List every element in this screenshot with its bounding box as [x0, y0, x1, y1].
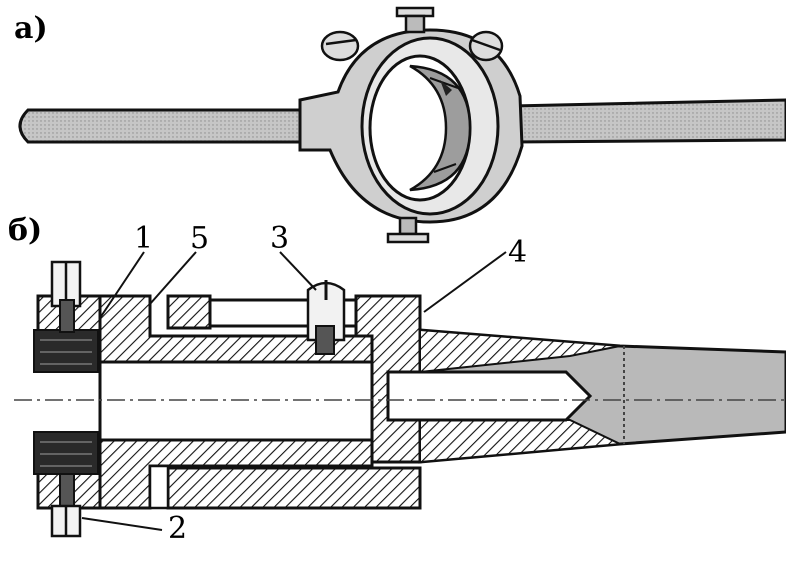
leader-5	[149, 251, 197, 305]
leader-3	[279, 251, 317, 291]
leader-2	[81, 517, 163, 531]
figure-b: б)	[8, 213, 786, 546]
holder-ring	[298, 28, 524, 224]
callout-1: 1	[134, 221, 153, 256]
leader-1	[99, 251, 145, 319]
die-top	[33, 329, 99, 373]
slot-5-bottom	[148, 464, 170, 510]
callout-2: 2	[168, 511, 187, 546]
callout-5: 5	[190, 221, 209, 256]
left-handle	[18, 108, 327, 144]
right-handle	[510, 98, 786, 144]
right-screw	[468, 30, 504, 62]
leader-4	[423, 251, 507, 313]
figure-b-label: б)	[8, 213, 42, 248]
die-screw-top	[50, 260, 82, 333]
part-4-body	[166, 294, 624, 510]
figure-a-label: а)	[14, 11, 48, 46]
callout-4: 4	[508, 235, 527, 270]
top-screw	[395, 6, 435, 34]
left-screw	[320, 30, 360, 62]
die-bottom	[33, 431, 99, 475]
bottom-screw	[386, 216, 430, 244]
callout-3: 3	[270, 221, 289, 256]
die-screw-bottom	[50, 473, 82, 538]
figure-a: а)	[14, 6, 786, 244]
screw-3	[208, 280, 358, 355]
